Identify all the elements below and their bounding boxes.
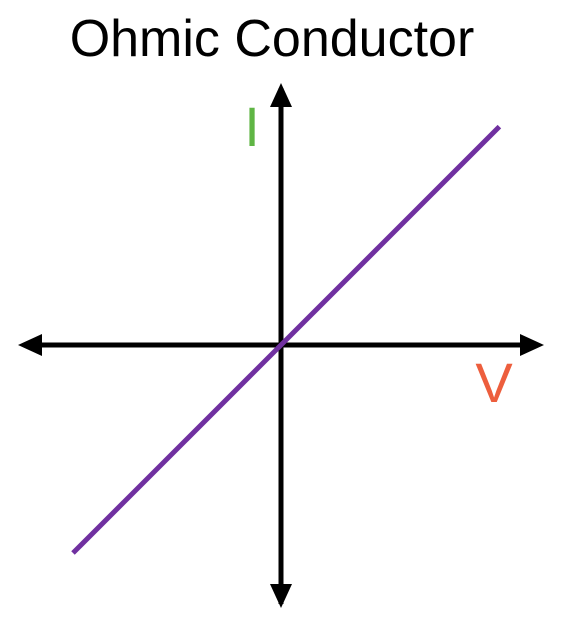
y-axis-top-arrow: [270, 83, 292, 107]
series-line-0: [71, 124, 502, 555]
y-axis-bottom-arrow: [270, 584, 292, 608]
x-axis-right-arrow: [520, 334, 544, 356]
chart-title: Ohmic Conductor: [70, 10, 475, 68]
y-axis-label: I: [244, 95, 260, 158]
x-axis-label: V: [475, 351, 513, 414]
series-layer: [71, 124, 502, 555]
x-axis-left-arrow: [18, 334, 42, 356]
